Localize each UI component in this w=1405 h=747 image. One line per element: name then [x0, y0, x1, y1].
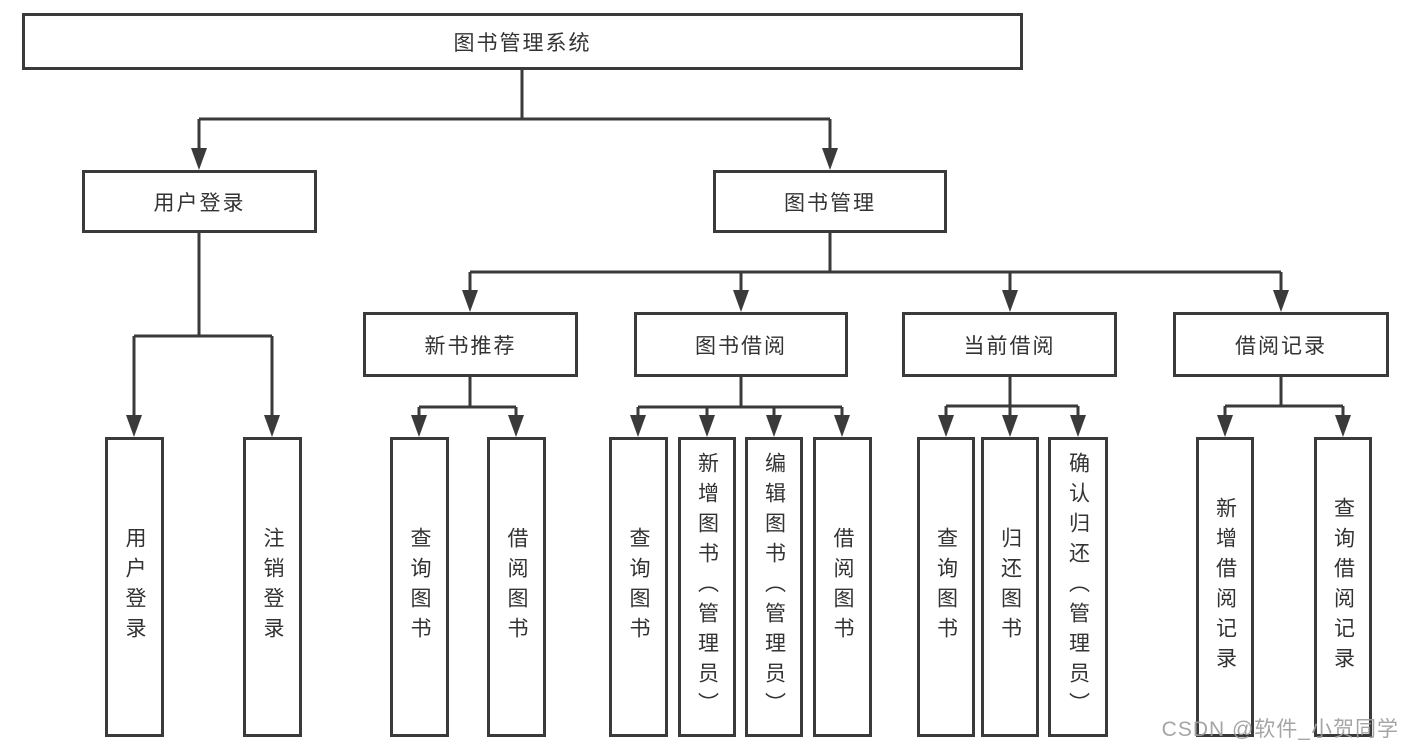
node-user-login: 用户登录	[82, 170, 317, 233]
connector-path	[132, 70, 1345, 420]
node-current-borrowing: 当前借阅	[902, 312, 1117, 377]
leaf-borrow-borrow-books: 借阅图书	[813, 437, 872, 737]
arrowhead-triangles	[126, 148, 1351, 437]
leaf-record-add-borrow-record: 新增借阅记录	[1196, 437, 1254, 737]
leaf-borrow-add-books-admin: 新增图书（管理员）	[678, 437, 736, 737]
node-library-management-system: 图书管理系统	[22, 13, 1023, 70]
leaf-current-query-books: 查询图书	[917, 437, 975, 737]
leaf-logout: 注销登录	[243, 437, 302, 737]
leaf-recommend-query-books: 查询图书	[390, 437, 449, 737]
leaf-current-return-books: 归还图书	[981, 437, 1039, 737]
leaf-recommend-borrow-books: 借阅图书	[487, 437, 546, 737]
node-book-management: 图书管理	[713, 170, 947, 233]
node-new-book-recommend: 新书推荐	[363, 312, 578, 377]
leaf-borrow-query-books: 查询图书	[609, 437, 668, 737]
leaf-record-query-borrow-record: 查询借阅记录	[1314, 437, 1372, 737]
leaf-borrow-edit-books-admin: 编辑图书（管理员）	[745, 437, 803, 737]
leaf-user-login: 用户登录	[105, 437, 164, 737]
csdn-watermark: CSDN @软件_小贺同学	[1161, 718, 1399, 741]
leaf-current-confirm-return-admin: 确认归还（管理员）	[1048, 437, 1108, 737]
node-borrowing-records: 借阅记录	[1173, 312, 1389, 377]
node-book-borrowing: 图书借阅	[634, 312, 848, 377]
